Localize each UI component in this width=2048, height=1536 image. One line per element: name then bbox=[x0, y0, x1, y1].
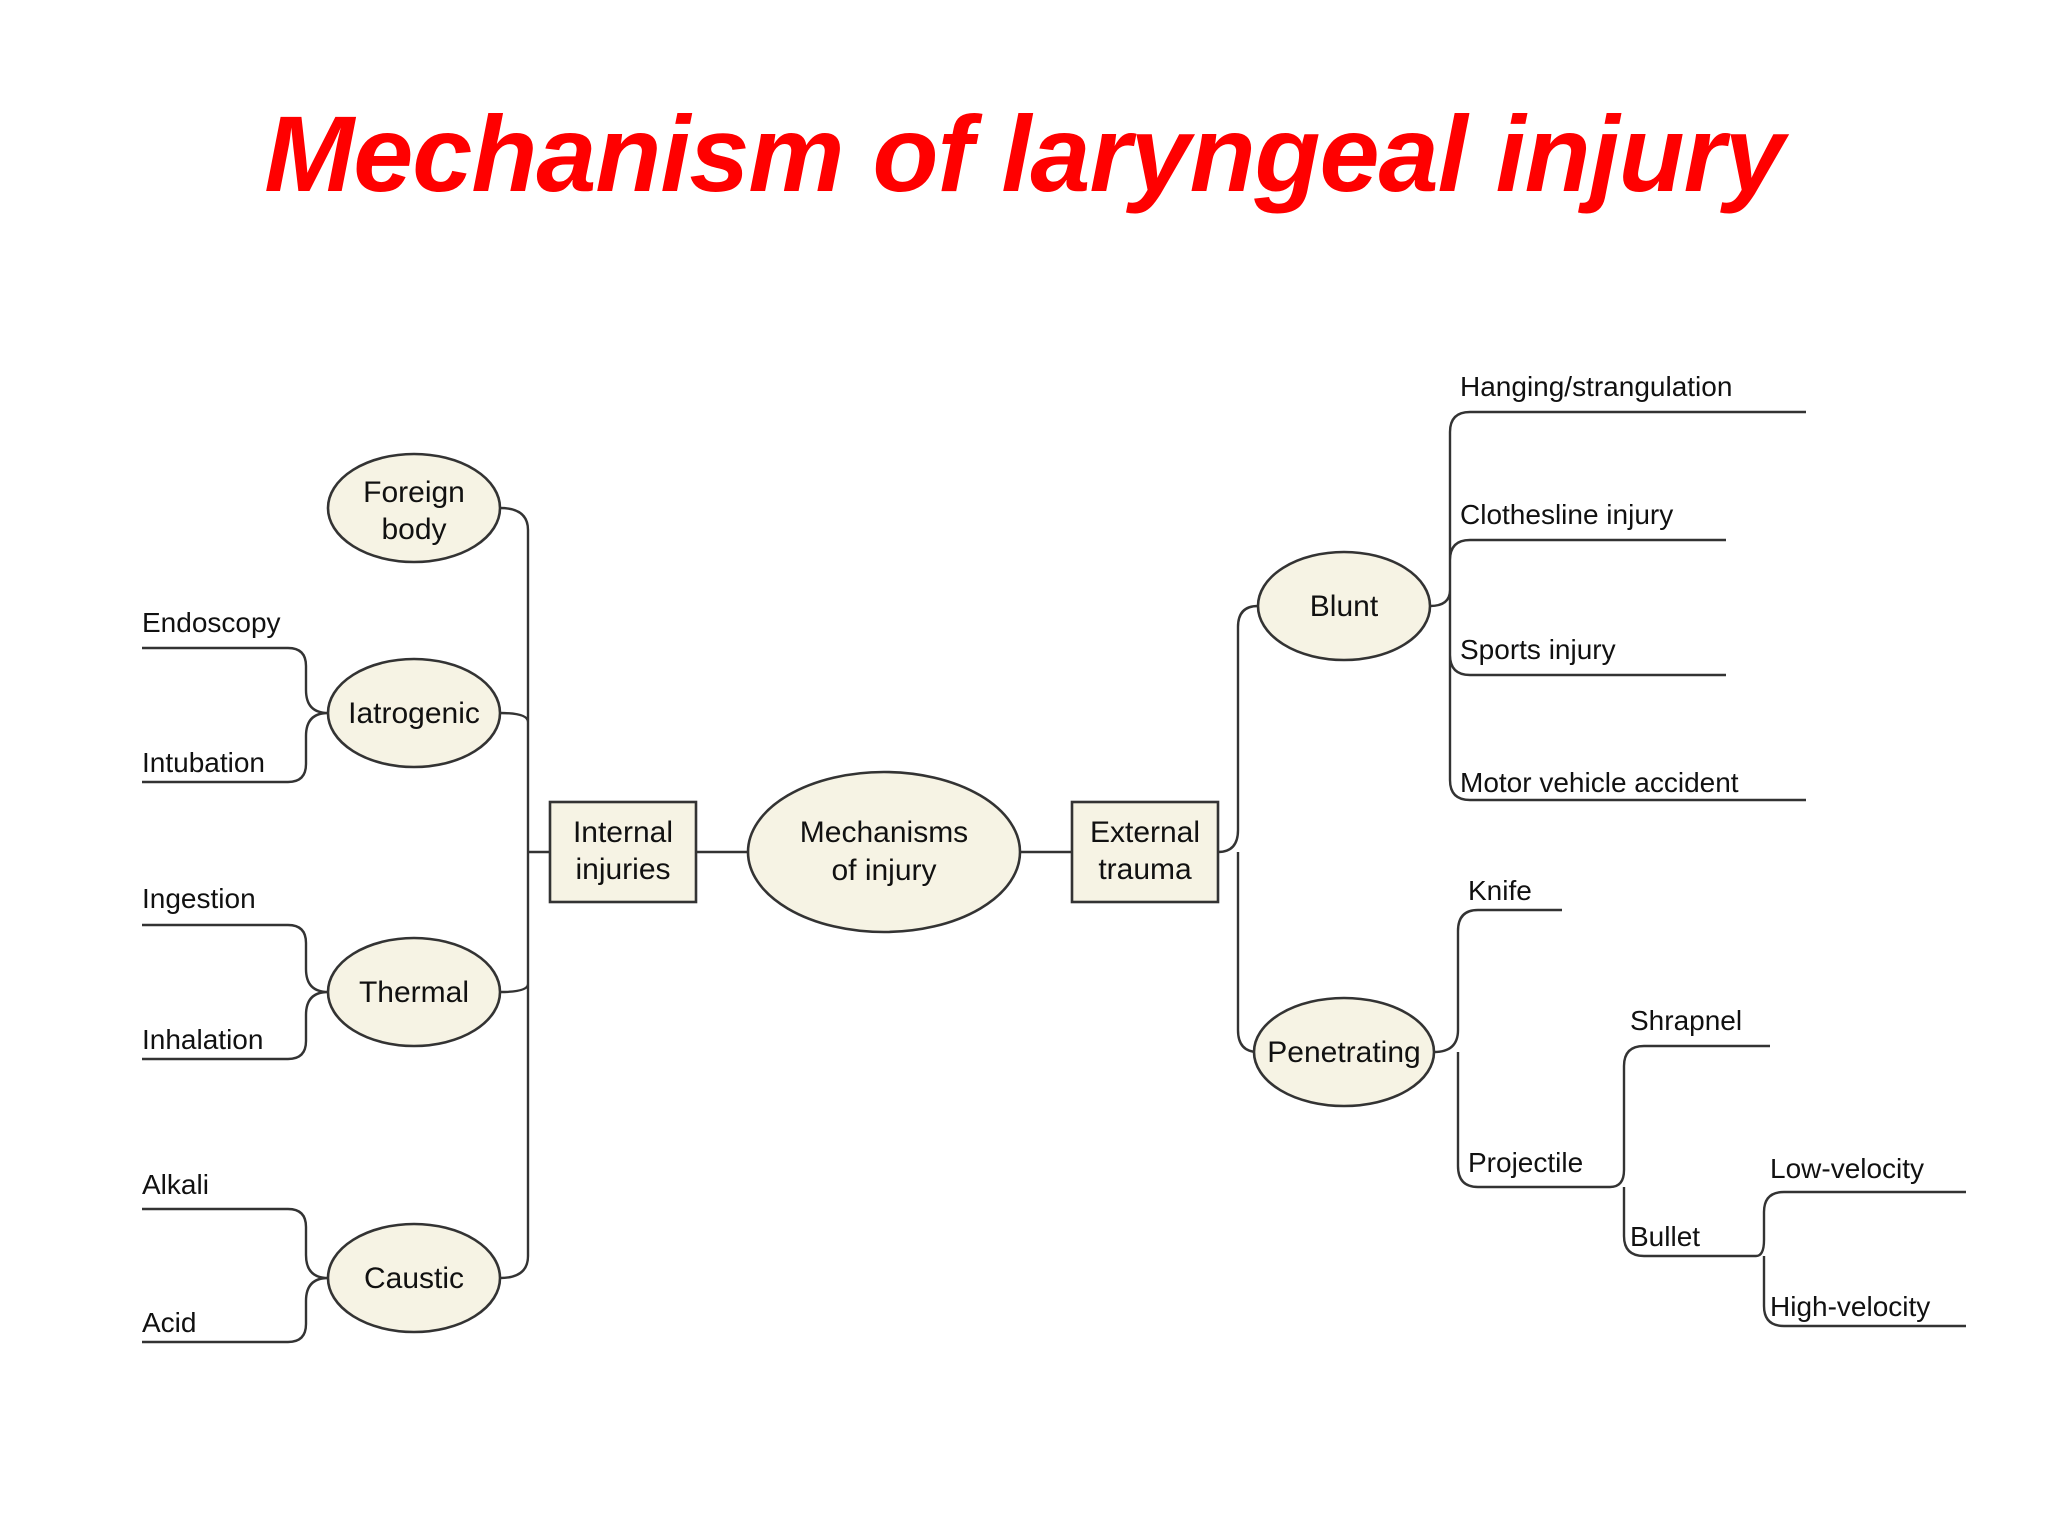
internal-label-line1: Internal bbox=[573, 816, 673, 849]
leaf-bullet: Bullet bbox=[1630, 1221, 1700, 1252]
caustic-label: Caustic bbox=[364, 1262, 464, 1295]
leaf-low-velocity: Low-velocity bbox=[1770, 1153, 1924, 1184]
leaf-sports: Sports injury bbox=[1460, 634, 1616, 665]
bracket-iatrogenic bbox=[142, 646, 329, 784]
node-thermal: Thermal bbox=[326, 936, 502, 1048]
center-node: Mechanisms of injury bbox=[746, 770, 1022, 934]
foreign-body-line1: Foreign bbox=[363, 476, 465, 509]
leaf-ingestion: Ingestion bbox=[142, 883, 256, 914]
leaf-shrapnel: Shrapnel bbox=[1630, 1005, 1742, 1036]
connectors bbox=[142, 410, 1966, 1344]
center-label-line1: Mechanisms bbox=[800, 816, 968, 849]
external-label-line1: External bbox=[1090, 816, 1200, 849]
bracket-internal bbox=[499, 506, 550, 1280]
leaf-hanging: Hanging/strangulation bbox=[1460, 371, 1732, 402]
leaf-motor-vehicle: Motor vehicle accident bbox=[1460, 767, 1739, 798]
bracket-external bbox=[1217, 604, 1259, 1054]
node-blunt: Blunt bbox=[1256, 550, 1432, 662]
leaf-intubation: Intubation bbox=[142, 747, 265, 778]
node-iatrogenic: Iatrogenic bbox=[326, 657, 502, 769]
bracket-thermal bbox=[142, 923, 329, 1061]
leaf-acid: Acid bbox=[142, 1307, 196, 1338]
leaf-inhalation: Inhalation bbox=[142, 1024, 263, 1055]
leaf-projectile: Projectile bbox=[1468, 1147, 1583, 1178]
node-penetrating: Penetrating bbox=[1252, 996, 1436, 1108]
internal-injuries-box: Internal injuries bbox=[548, 800, 698, 904]
blunt-label: Blunt bbox=[1310, 590, 1379, 623]
thermal-label: Thermal bbox=[359, 976, 469, 1009]
leaf-clothesline: Clothesline injury bbox=[1460, 499, 1673, 530]
iatrogenic-label: Iatrogenic bbox=[348, 697, 480, 730]
leaf-high-velocity: High-velocity bbox=[1770, 1291, 1930, 1322]
bracket-bullet bbox=[1755, 1190, 1966, 1328]
node-caustic: Caustic bbox=[326, 1222, 502, 1334]
bracket-projectile bbox=[1609, 1044, 1770, 1258]
node-foreign-body: Foreign body bbox=[326, 452, 502, 564]
external-trauma-box: External trauma bbox=[1070, 800, 1220, 904]
external-label-line2: trauma bbox=[1098, 853, 1192, 886]
leaf-alkali: Alkali bbox=[142, 1169, 209, 1200]
bracket-caustic bbox=[142, 1207, 329, 1344]
internal-label-line2: injuries bbox=[575, 853, 670, 886]
bracket-penetrating bbox=[1433, 908, 1610, 1189]
penetrating-label: Penetrating bbox=[1267, 1036, 1420, 1069]
slide-title: Mechanism of laryngeal injury bbox=[264, 93, 1784, 214]
center-label-line2: of injury bbox=[831, 854, 936, 887]
bracket-blunt bbox=[1429, 410, 1806, 802]
leaf-endoscopy: Endoscopy bbox=[142, 607, 281, 638]
foreign-body-line2: body bbox=[381, 513, 446, 546]
leaf-knife: Knife bbox=[1468, 875, 1532, 906]
